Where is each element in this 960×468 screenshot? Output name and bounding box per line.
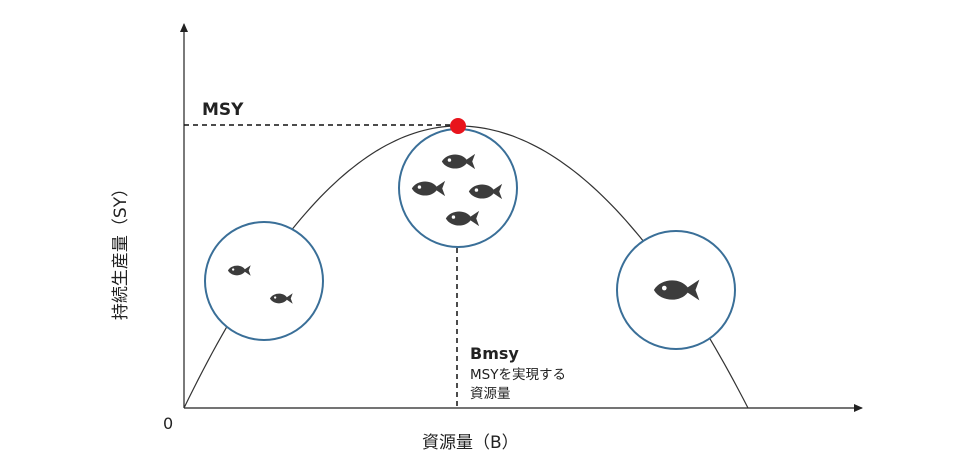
bmsy-description-line2: 資源量: [470, 386, 511, 402]
x-axis-label: 資源量（B）: [422, 433, 519, 453]
high-biomass-circle: [616, 230, 736, 350]
bmsy-description-line1: MSYを実現する: [470, 367, 566, 383]
msy-label: MSY: [202, 100, 244, 120]
bmsy-label: Bmsy: [470, 344, 519, 363]
msy-point: [450, 118, 466, 134]
origin-label: 0: [163, 414, 173, 433]
y-axis-label: 持続生産量（SY）: [111, 180, 131, 320]
msy-biomass-circle: [398, 128, 518, 248]
low-biomass-circle: [204, 221, 324, 341]
